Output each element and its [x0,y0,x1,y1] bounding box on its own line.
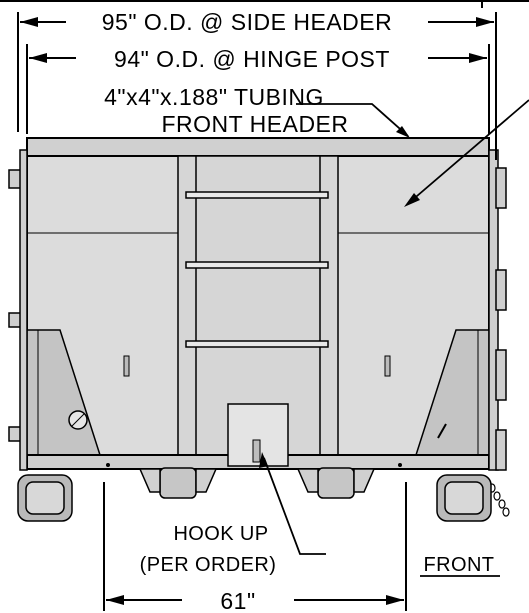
leader-lines [259,99,529,577]
left-hinge-post [8,149,28,471]
hook-up-callout-line2: (PER ORDER) [140,554,277,576]
right-handle [384,355,391,377]
side-header-dimension-label: 95" O.D. @ SIDE HEADER [102,9,392,35]
ladder-rungs [185,191,329,348]
bottom-width-dimension-label: 61" [220,588,255,613]
container-body [26,137,490,470]
left-handle [123,355,130,377]
tubing-callout-line1: 4"x4"x.188" TUBING [104,84,324,110]
hinge-post-dimension-label: 94" O.D. @ HINGE POST [114,46,390,72]
hook-up-callout-line1: HOOK UP [173,523,268,545]
title-block-border [0,0,529,8]
chain-links [488,483,510,517]
wheels [17,467,492,522]
dimension-lines [17,12,497,611]
left-center-wheel [159,467,197,499]
front-header-tube [26,137,490,157]
right-hinge-post [488,149,507,471]
right-center-wheel [317,467,355,499]
front-label: FRONT [424,554,495,576]
tubing-callout-line2: FRONT HEADER [161,111,348,137]
